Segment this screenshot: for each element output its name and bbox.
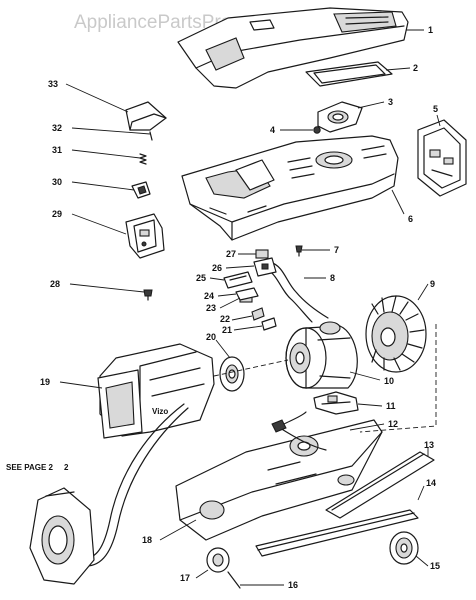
callout-33: 33	[48, 79, 58, 89]
callout-22: 22	[220, 314, 230, 324]
part-19-bag-housing[interactable]: Vizo	[97, 343, 215, 439]
hose-cord	[81, 403, 189, 567]
callout-5: 5	[433, 104, 438, 114]
callout-29: 29	[52, 209, 62, 219]
leader-lines	[59, 29, 441, 586]
part-7-screw[interactable]	[295, 245, 303, 257]
callout-23: 23	[206, 303, 216, 313]
part-3-bracket[interactable]	[317, 101, 363, 133]
part-27-connector[interactable]	[255, 249, 269, 259]
assembly-guide-line	[359, 324, 437, 433]
callout-28: 28	[50, 279, 60, 289]
part-16-axle[interactable]	[227, 571, 241, 589]
part-6-main-housing[interactable]	[181, 135, 399, 241]
callout-10: 10	[384, 376, 394, 386]
part-10-motor[interactable]	[285, 321, 358, 389]
part-13-bumper-strip[interactable]	[325, 451, 435, 519]
part-14-bumper-strip[interactable]	[255, 509, 419, 557]
part-4-screw[interactable]	[313, 126, 321, 134]
callout-11: 11	[386, 401, 396, 411]
part-21-clip[interactable]	[261, 317, 277, 331]
part-22-clip[interactable]	[251, 307, 265, 321]
callout-15: 15	[430, 561, 440, 571]
part-1-top-cover[interactable]	[177, 7, 409, 89]
callout-27: 27	[226, 249, 236, 259]
see-page-reference: SEE PAGE 2	[6, 463, 54, 472]
callout-25: 25	[196, 273, 206, 283]
callout-17: 17	[180, 573, 190, 583]
callout-32: 32	[52, 123, 62, 133]
callout-26: 26	[212, 263, 222, 273]
callout-9: 9	[430, 279, 435, 289]
callout-2: 2	[413, 63, 418, 73]
callout-24: 24	[204, 291, 214, 301]
callout-20: 20	[206, 332, 216, 342]
part-15-wheel[interactable]	[389, 531, 419, 565]
callout-18: 18	[142, 535, 152, 545]
part-29-switch-housing[interactable]	[125, 213, 165, 259]
callout-6: 6	[408, 214, 413, 224]
callout-30: 30	[52, 177, 62, 187]
callout-1: 1	[428, 25, 433, 35]
part-11-bracket[interactable]	[313, 391, 359, 415]
callout-12: 12	[388, 419, 398, 429]
callout-21: 21	[222, 325, 232, 335]
part-31-spring[interactable]	[139, 153, 147, 165]
callout-4: 4	[270, 125, 275, 135]
part-17-wheel[interactable]	[206, 547, 230, 573]
assembly-guide-line	[213, 359, 289, 377]
callout-31: 31	[52, 145, 62, 155]
part-18-base-plate[interactable]	[175, 411, 383, 541]
part-30-lever[interactable]	[131, 181, 151, 199]
callout-19: 19	[40, 377, 50, 387]
part-26-switch-plate[interactable]	[253, 257, 277, 277]
callout-14: 14	[426, 478, 436, 488]
part-24-switch-cover[interactable]	[235, 287, 259, 301]
part-8-wiring-harness[interactable]	[267, 261, 329, 323]
see-page-number: 2	[64, 463, 69, 472]
part-32-pin[interactable]	[149, 131, 153, 141]
callout-16: 16	[288, 580, 298, 590]
part-28-screw[interactable]	[143, 289, 153, 301]
svg-text:Vizo: Vizo	[152, 407, 168, 416]
part-2-gasket[interactable]	[305, 61, 393, 87]
callout-13: 13	[424, 440, 434, 450]
callout-7: 7	[334, 245, 339, 255]
callout-3: 3	[388, 97, 393, 107]
part-33-button-cap[interactable]	[125, 101, 167, 131]
part-25-bracket[interactable]	[223, 271, 253, 289]
front-section-reference[interactable]	[29, 487, 95, 585]
part-20-ring-seal[interactable]	[219, 356, 245, 392]
part-9-fan[interactable]	[365, 295, 427, 373]
part-5-back-panel[interactable]	[417, 119, 467, 197]
callout-8: 8	[330, 273, 335, 283]
